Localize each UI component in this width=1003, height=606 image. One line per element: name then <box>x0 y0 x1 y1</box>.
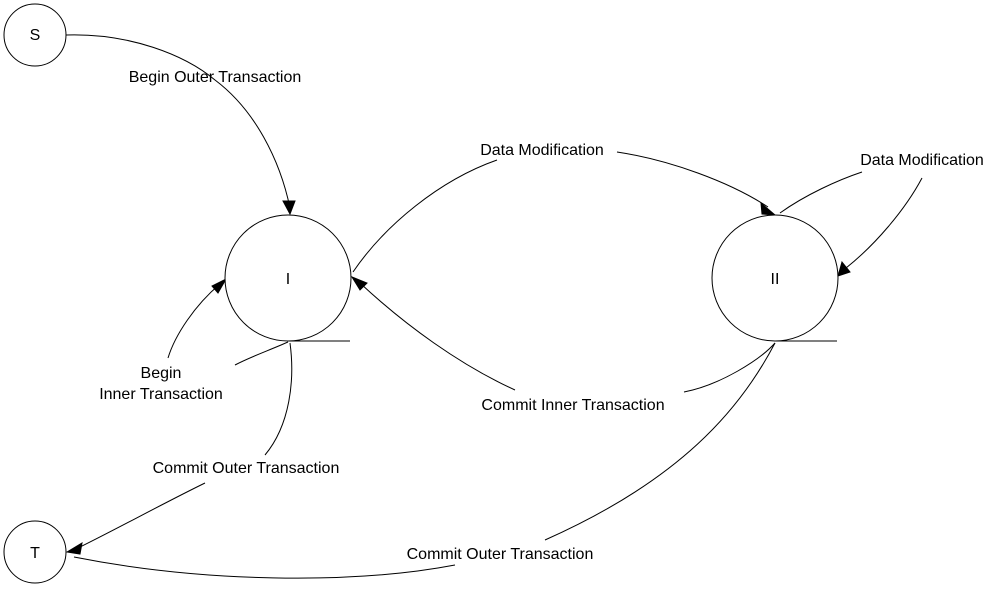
arrowhead-commit-inner <box>350 275 368 291</box>
label-commit-inner: Commit Inner Transaction <box>481 397 664 414</box>
arrowhead-data-mod-1-to-2 <box>760 201 777 216</box>
edge-begin-outer <box>65 34 291 209</box>
node-terminal-label: T <box>30 545 40 562</box>
edge-commit-outer-2-b <box>73 556 456 579</box>
node-state-one-label: I <box>286 271 290 288</box>
node-state-one: I <box>224 214 352 342</box>
arrowhead-begin-outer <box>282 200 296 216</box>
node-terminal-circle <box>3 520 67 584</box>
edge-begin-inner-b <box>167 283 221 359</box>
edge-data-mod-1-to-2-b <box>616 151 769 208</box>
arrowhead-commit-outer-1 <box>65 542 83 555</box>
edge-commit-outer-1-b <box>73 482 206 551</box>
label-begin-inner-line1: Begin <box>141 365 182 382</box>
edge-commit-outer-1-a <box>264 342 293 456</box>
edge-data-mod-1-to-2 <box>352 159 498 273</box>
arrowhead-data-mod-self <box>837 260 851 277</box>
node-start: S <box>3 3 67 67</box>
node-start-circle <box>3 3 67 67</box>
label-begin-inner-line2: Inner Transaction <box>99 386 223 403</box>
label-data-mod-1-to-2: Data Modification <box>480 142 604 159</box>
label-commit-outer-from-1: Commit Outer Transaction <box>153 460 340 477</box>
edge-commit-inner-b <box>359 282 516 391</box>
node-state-two: II <box>711 214 839 342</box>
edge-data-mod-self-a <box>779 171 863 214</box>
label-data-mod-self: Data Modification <box>860 152 984 169</box>
arrowhead-begin-inner <box>211 277 228 294</box>
edge-commit-inner-a <box>683 342 776 393</box>
edge-data-mod-self-b <box>845 177 923 269</box>
label-begin-outer: Begin Outer Transaction <box>129 69 302 86</box>
node-start-label: S <box>30 27 41 44</box>
node-terminal: T <box>3 520 67 584</box>
edge-commit-outer-2-a <box>544 342 776 541</box>
edge-begin-inner-a <box>234 341 289 366</box>
node-state-two-label: II <box>771 271 780 288</box>
label-commit-outer-from-2: Commit Outer Transaction <box>407 546 594 563</box>
